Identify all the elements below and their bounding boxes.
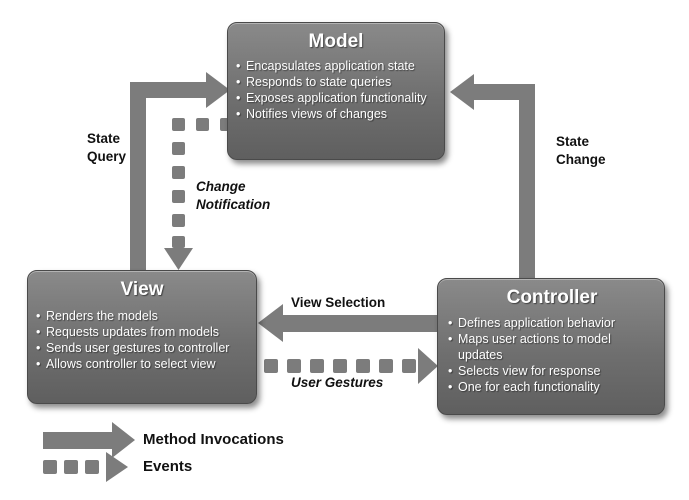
view-responsibilities: Renders the models Requests updates from… bbox=[36, 308, 248, 372]
view-item: Allows controller to select view bbox=[36, 356, 248, 372]
view-title: View bbox=[120, 279, 164, 300]
state-change-arrow bbox=[450, 74, 535, 280]
state-change-label-line1: State bbox=[556, 134, 590, 149]
change-notification-label-line1: Change bbox=[196, 179, 246, 194]
model-item: Encapsulates application state bbox=[236, 58, 436, 74]
state-change-label-line2: Change bbox=[556, 152, 606, 167]
state-change-label: State Change bbox=[556, 133, 606, 169]
controller-item: One for each functionality bbox=[448, 379, 656, 395]
model-item: Responds to state queries bbox=[236, 74, 436, 90]
controller-item: Defines application behavior bbox=[448, 315, 656, 331]
state-query-label-line1: State bbox=[87, 131, 121, 146]
controller-responsibilities: Defines application behavior Maps user a… bbox=[448, 315, 656, 395]
model-item: Exposes application functionality bbox=[236, 90, 436, 106]
view-item: Renders the models bbox=[36, 308, 248, 324]
controller-item: Selects view for response bbox=[448, 363, 656, 379]
model-responsibilities: Encapsulates application state Responds … bbox=[236, 58, 436, 122]
view-box: View Renders the models Requests updates… bbox=[27, 270, 257, 404]
model-item: Notifies views of changes bbox=[236, 106, 436, 122]
view-item: Sends user gestures to controller bbox=[36, 340, 248, 356]
user-gestures-label: User Gestures bbox=[291, 375, 384, 390]
view-selection-label: View Selection bbox=[291, 295, 386, 310]
controller-item: Maps user actions to model updates bbox=[448, 331, 656, 363]
model-box: Model Encapsulates application state Res… bbox=[227, 22, 445, 160]
view-item: Requests updates from models bbox=[36, 324, 248, 340]
legend-events-arrow bbox=[43, 452, 128, 482]
view-selection-arrow bbox=[258, 304, 438, 342]
state-query-arrow bbox=[130, 72, 230, 272]
state-query-label-line2: Query bbox=[87, 149, 127, 164]
controller-title: Controller bbox=[506, 287, 598, 308]
legend-method-arrow bbox=[43, 422, 135, 458]
legend-method-invocations-label: Method Invocations bbox=[143, 431, 284, 448]
legend-events-label: Events bbox=[143, 458, 193, 475]
model-title: Model bbox=[308, 31, 364, 52]
user-gestures-arrow bbox=[264, 348, 438, 384]
state-query-label: State Query bbox=[87, 130, 126, 166]
change-notification-label: Change Notification bbox=[196, 178, 270, 214]
change-notification-label-line2: Notification bbox=[196, 197, 271, 212]
controller-box: Controller Defines application behavior … bbox=[437, 278, 665, 415]
